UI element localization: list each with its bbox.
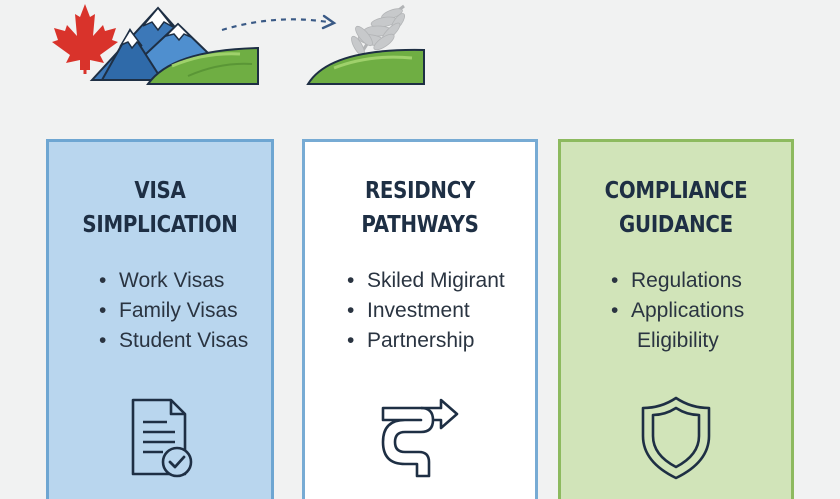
card-residency-pathways: RESIDNCY PATHWAYS •Skiled Migirant •Inve… xyxy=(302,139,538,499)
green-hill-icon xyxy=(306,48,425,85)
card-title-line: PATHWAYS xyxy=(361,212,479,238)
shield-icon xyxy=(641,396,711,480)
list-item: •Work Visas xyxy=(99,269,225,292)
card-icon-wrap xyxy=(561,392,791,482)
card-title-line: RESIDNCY xyxy=(364,178,476,204)
maple-leaf-icon xyxy=(52,4,118,74)
list-item-label: Investment xyxy=(367,299,470,322)
pathway-arrow-icon xyxy=(381,398,459,478)
bullet-list: •Skiled Migirant •Investment •Partnershi… xyxy=(305,266,535,356)
dashed-arrow-icon xyxy=(221,14,337,32)
card-visa-simplication: VISA SIMPLICATION •Work Visas •Family Vi… xyxy=(46,139,274,499)
card-title: COMPLIANCE GUIDANCE xyxy=(577,174,775,242)
list-item: •Family Visas xyxy=(99,299,238,322)
bullet-list: •Regulations •Applications Eligibility xyxy=(561,266,791,356)
card-title: VISA SIMPLICATION xyxy=(65,174,256,242)
list-item: •Student Visas xyxy=(99,329,249,352)
card-title: RESIDNCY PATHWAYS xyxy=(321,174,519,242)
card-title-line: SIMPLICATION xyxy=(82,212,238,238)
card-compliance-guidance: COMPLIANCE GUIDANCE •Regulations •Applic… xyxy=(558,139,794,499)
list-item-label: Skiled Migirant xyxy=(367,269,505,292)
card-title-line: COMPLIANCE xyxy=(604,178,748,204)
list-item-label: Regulations xyxy=(631,269,742,292)
list-item-label: Work Visas xyxy=(119,269,225,292)
card-icon-wrap xyxy=(305,392,535,482)
list-item-label: Student Visas xyxy=(119,329,249,352)
card-title-line: VISA xyxy=(134,178,186,204)
list-item: •Partnership xyxy=(347,329,475,352)
green-hill-icon xyxy=(146,46,259,85)
list-item: Eligibility xyxy=(611,326,791,356)
banner-illustration xyxy=(52,4,425,85)
list-item: •Skiled Migirant xyxy=(347,269,505,292)
infographic: VISA SIMPLICATION •Work Visas •Family Vi… xyxy=(46,4,794,499)
card-title-line: GUIDANCE xyxy=(619,212,733,238)
list-item: •Investment xyxy=(347,299,470,322)
list-item-label: Eligibility xyxy=(637,329,719,352)
list-item: •Applications xyxy=(611,299,745,322)
list-item-label: Applications xyxy=(631,299,745,322)
bullet-list: •Work Visas •Family Visas •Student Visas xyxy=(49,266,271,356)
list-item-label: Partnership xyxy=(367,329,475,352)
list-item: •Regulations xyxy=(611,269,742,292)
document-check-icon xyxy=(131,398,193,478)
list-item-label: Family Visas xyxy=(119,299,238,322)
card-icon-wrap xyxy=(49,392,271,482)
